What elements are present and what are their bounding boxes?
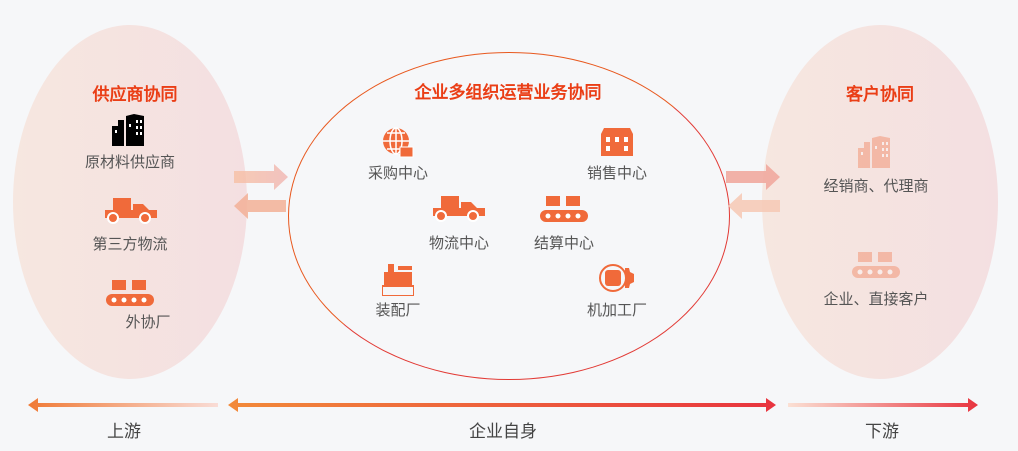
exchange-arrows-right	[726, 164, 780, 219]
globe-basket-icon	[382, 127, 414, 159]
enterprise-title: 企业多组织运营业务协同	[414, 83, 602, 103]
label-assembly-plant: 装配厂	[375, 301, 421, 319]
exchange-arrows-left	[234, 164, 288, 219]
register-icon	[382, 264, 414, 296]
label-purchasing-center: 采购中心	[367, 164, 429, 182]
shop-icon	[601, 128, 633, 156]
label-outsourcing-factory: 外协厂	[125, 313, 171, 331]
label-settlement-center: 结算中心	[533, 234, 595, 252]
gear-icon	[599, 264, 635, 292]
label-sales-center: 销售中心	[586, 164, 648, 182]
truck-icon	[105, 198, 157, 224]
label-distributors: 经销商、代理商	[823, 177, 929, 195]
label-machining-plant: 机加工厂	[586, 301, 648, 319]
building-icon	[110, 114, 150, 146]
building-icon	[856, 136, 896, 168]
label-third-party-logistics: 第三方物流	[92, 235, 168, 253]
downstream-label: 下游	[865, 422, 899, 442]
label-raw-material-supplier: 原材料供应商	[84, 153, 176, 171]
enterprise-self-label: 企业自身	[469, 422, 537, 442]
customer-title: 客户协同	[846, 85, 914, 105]
enterprise-ellipse	[288, 52, 730, 380]
supplier-title: 供应商协同	[92, 85, 178, 105]
flow-arrows	[28, 398, 978, 412]
conveyor-icon	[540, 196, 588, 224]
label-logistics-center: 物流中心	[428, 234, 490, 252]
upstream-label: 上游	[107, 422, 141, 442]
conveyor-icon	[852, 252, 900, 280]
truck-icon	[433, 196, 485, 222]
label-direct-customers: 企业、直接客户	[823, 290, 929, 308]
conveyor-icon	[106, 280, 154, 308]
customer-ellipse	[762, 25, 998, 379]
